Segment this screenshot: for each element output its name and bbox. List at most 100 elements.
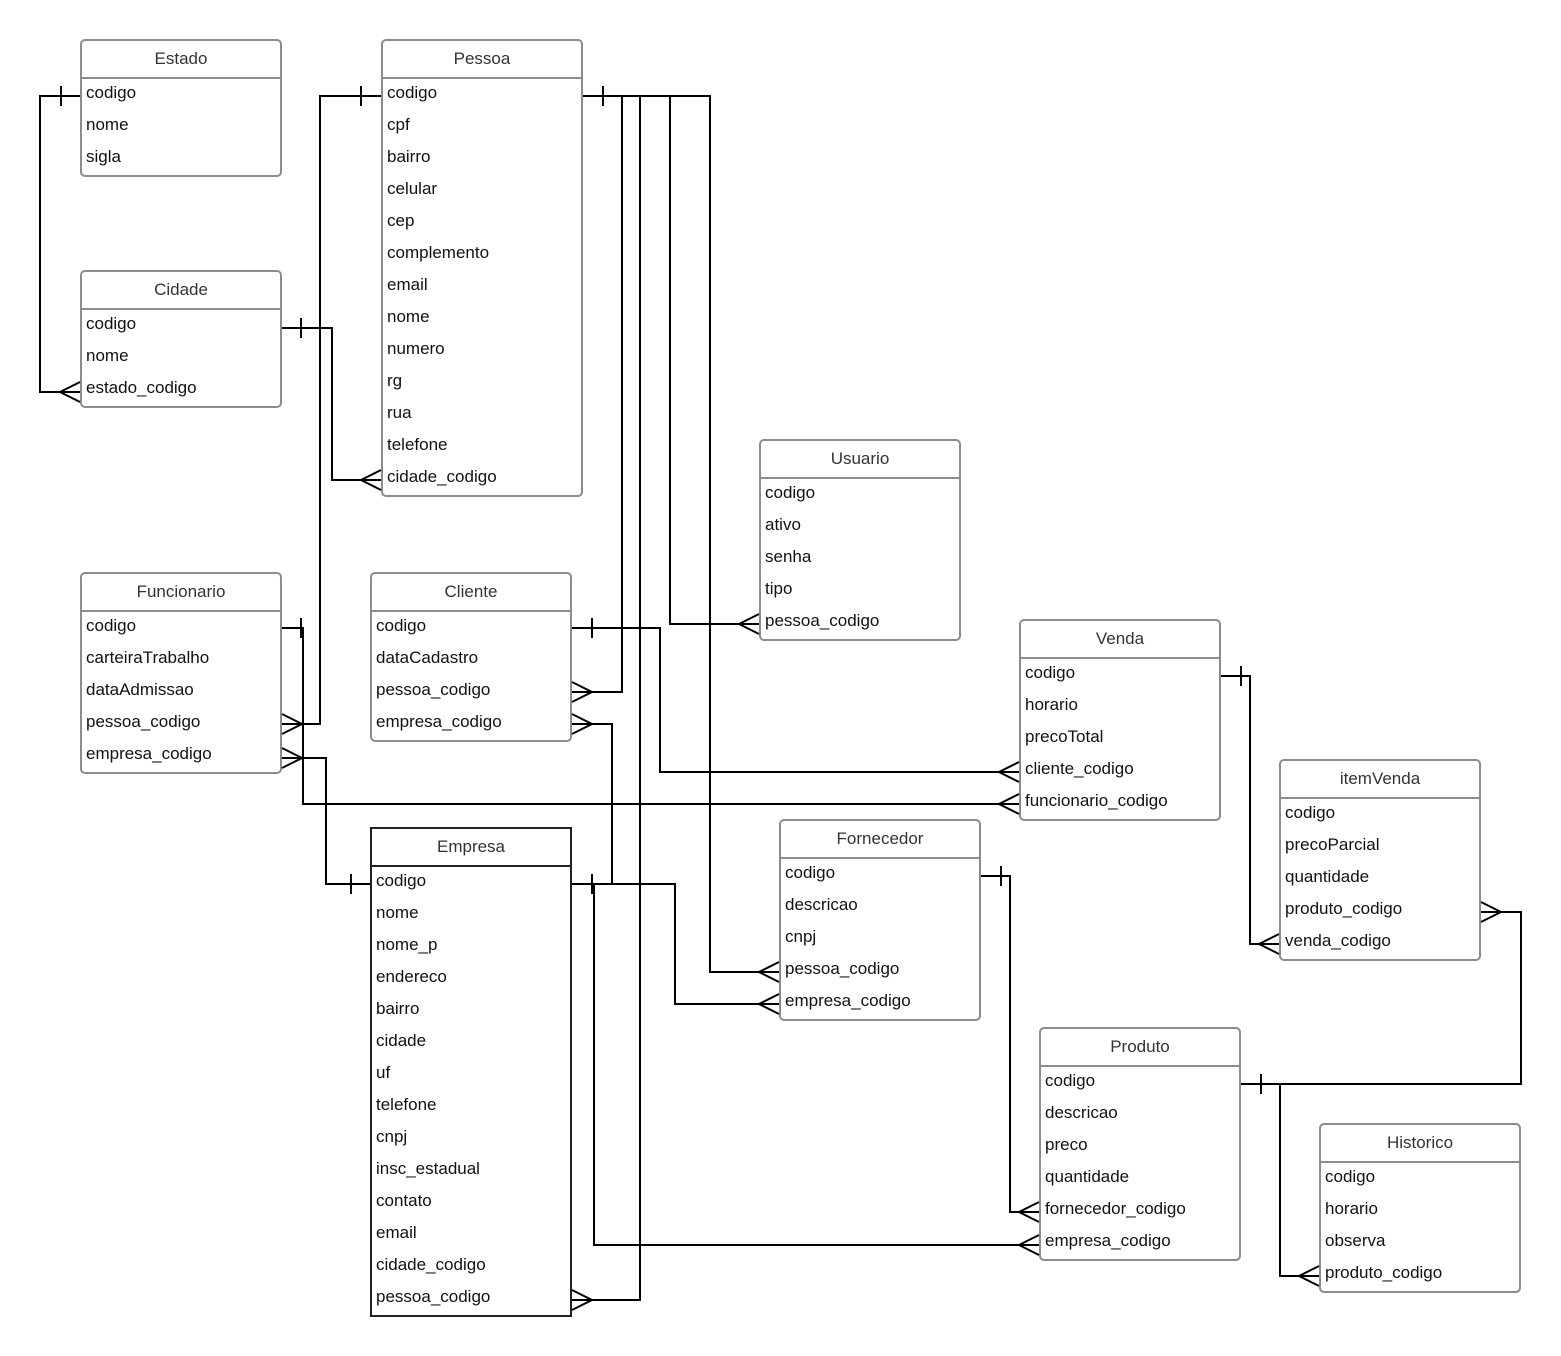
- rel-estado-cidade[interactable]: [39, 86, 81, 403]
- entity-cidade[interactable]: Cidade codigo nome estado_codigo: [80, 270, 282, 408]
- field-funcionario-codigo: funcionario_codigo: [1025, 791, 1168, 810]
- rel-empresa-fornecedor[interactable]: [572, 883, 780, 1015]
- field-codigo: codigo: [376, 616, 427, 635]
- field-cidade: cidade: [376, 1031, 427, 1050]
- field-contato: contato: [376, 1191, 432, 1210]
- rel-pessoa-usuario[interactable]: [583, 95, 760, 635]
- field-pessoa-codigo: pessoa_codigo: [376, 680, 491, 699]
- field-codigo: codigo: [86, 314, 137, 333]
- field-ativo: ativo: [765, 515, 801, 534]
- entity-empresa[interactable]: Empresa codigo nome nome_p endereco bair…: [370, 827, 572, 1317]
- entity-pessoa[interactable]: Pessoa codigo cpf bairro celular cep com…: [381, 39, 583, 497]
- field-pessoa-codigo: pessoa_codigo: [785, 959, 900, 978]
- rel-pessoa-funcionario[interactable]: [281, 86, 381, 735]
- entity-title: itemVenda: [1281, 761, 1479, 799]
- field-bairro: bairro: [387, 147, 431, 166]
- rel-cidade-pessoa[interactable]: [282, 318, 382, 491]
- field-horario: horario: [1025, 695, 1078, 714]
- field-codigo: codigo: [1325, 1167, 1376, 1186]
- entity-title: Fornecedor: [781, 821, 979, 859]
- entity-funcionario[interactable]: Funcionario codigo carteiraTrabalho data…: [80, 572, 282, 774]
- field-quantidade: quantidade: [1285, 867, 1370, 886]
- field-cnpj: cnpj: [785, 927, 817, 946]
- rel-pessoa-fornecedor[interactable]: [583, 95, 780, 983]
- entity-title: Usuario: [761, 441, 959, 479]
- field-insc-estadual: insc_estadual: [376, 1159, 480, 1178]
- field-descricao: descricao: [785, 895, 858, 914]
- entity-itemvenda[interactable]: itemVenda codigo precoParcial quantidade…: [1279, 759, 1481, 961]
- entity-cliente[interactable]: Cliente codigo dataCadastro pessoa_codig…: [370, 572, 572, 742]
- entity-historico[interactable]: Historico codigo horario observa produto…: [1319, 1123, 1521, 1293]
- field-quantidade: quantidade: [1045, 1167, 1130, 1186]
- entity-estado[interactable]: Estado codigo nome sigla: [80, 39, 282, 177]
- entity-title: Estado: [82, 41, 280, 79]
- field-codigo: codigo: [1025, 663, 1076, 682]
- field-telefone: telefone: [387, 435, 448, 454]
- field-cidade-codigo: cidade_codigo: [387, 467, 497, 486]
- field-senha: senha: [765, 547, 812, 566]
- field-horario: horario: [1325, 1199, 1378, 1218]
- field-produto-codigo: produto_codigo: [1285, 899, 1403, 918]
- field-preco-parcial: precoParcial: [1285, 835, 1380, 854]
- field-celular: celular: [387, 179, 438, 198]
- entity-fornecedor[interactable]: Fornecedor codigo descricao cnpj pessoa_…: [779, 819, 981, 1021]
- field-empresa-codigo: empresa_codigo: [785, 991, 911, 1010]
- entity-produto[interactable]: Produto codigo descricao preco quantidad…: [1039, 1027, 1241, 1261]
- field-data-admissao: dataAdmissao: [86, 680, 194, 699]
- field-tipo: tipo: [765, 579, 793, 598]
- rel-empresa-funcionario[interactable]: [281, 747, 370, 894]
- field-fornecedor-codigo: fornecedor_codigo: [1045, 1199, 1186, 1218]
- field-bairro: bairro: [376, 999, 420, 1018]
- entity-title: Produto: [1041, 1029, 1239, 1067]
- entity-venda[interactable]: Venda codigo horario precoTotal cliente_…: [1019, 619, 1221, 821]
- field-codigo: codigo: [765, 483, 816, 502]
- entity-title: Cidade: [82, 272, 280, 310]
- field-estado-codigo: estado_codigo: [86, 378, 197, 397]
- field-cidade-codigo: cidade_codigo: [376, 1255, 486, 1274]
- entity-title: Pessoa: [383, 41, 581, 79]
- entity-title: Cliente: [372, 574, 570, 612]
- field-data-cadastro: dataCadastro: [376, 648, 479, 667]
- entity-usuario[interactable]: Usuario codigo ativo senha tipo pessoa_c…: [759, 439, 961, 641]
- field-rg: rg: [387, 371, 403, 390]
- field-email: email: [376, 1223, 417, 1242]
- field-numero: numero: [387, 339, 445, 358]
- field-cep: cep: [387, 211, 415, 230]
- field-preco-total: precoTotal: [1025, 727, 1104, 746]
- rel-venda-itemvenda[interactable]: [1221, 666, 1280, 955]
- rel-cliente-venda[interactable]: [572, 618, 1020, 783]
- field-venda-codigo: venda_codigo: [1285, 931, 1391, 950]
- entity-title: Historico: [1321, 1125, 1519, 1163]
- rel-produto-historico[interactable]: [1279, 1084, 1320, 1287]
- entity-title: Empresa: [372, 829, 570, 867]
- field-rua: rua: [387, 403, 412, 422]
- field-codigo: codigo: [785, 863, 836, 882]
- entity-title: Funcionario: [82, 574, 280, 612]
- rel-fornecedor-produto[interactable]: [981, 866, 1040, 1223]
- field-observa: observa: [1325, 1231, 1386, 1250]
- field-carteira-trabalho: carteiraTrabalho: [86, 648, 210, 667]
- field-telefone: telefone: [376, 1095, 437, 1114]
- field-codigo: codigo: [1045, 1071, 1096, 1090]
- field-nome-p: nome_p: [376, 935, 438, 954]
- field-nome: nome: [376, 903, 419, 922]
- field-cpf: cpf: [387, 115, 410, 134]
- field-empresa-codigo: empresa_codigo: [376, 712, 502, 731]
- field-uf: uf: [376, 1063, 391, 1082]
- field-codigo: codigo: [1285, 803, 1336, 822]
- field-empresa-codigo: empresa_codigo: [86, 744, 212, 763]
- entity-title: Venda: [1021, 621, 1219, 659]
- rel-empresa-cliente[interactable]: [571, 713, 613, 894]
- field-nome: nome: [387, 307, 430, 326]
- field-pessoa-codigo: pessoa_codigo: [86, 712, 201, 731]
- field-codigo: codigo: [387, 83, 438, 102]
- field-pessoa-codigo: pessoa_codigo: [376, 1287, 491, 1306]
- field-codigo: codigo: [86, 616, 137, 635]
- field-sigla: sigla: [86, 147, 121, 166]
- field-cnpj: cnpj: [376, 1127, 408, 1146]
- field-preco: preco: [1045, 1135, 1088, 1154]
- field-codigo: codigo: [376, 871, 427, 890]
- field-nome: nome: [86, 115, 129, 134]
- field-codigo: codigo: [86, 83, 137, 102]
